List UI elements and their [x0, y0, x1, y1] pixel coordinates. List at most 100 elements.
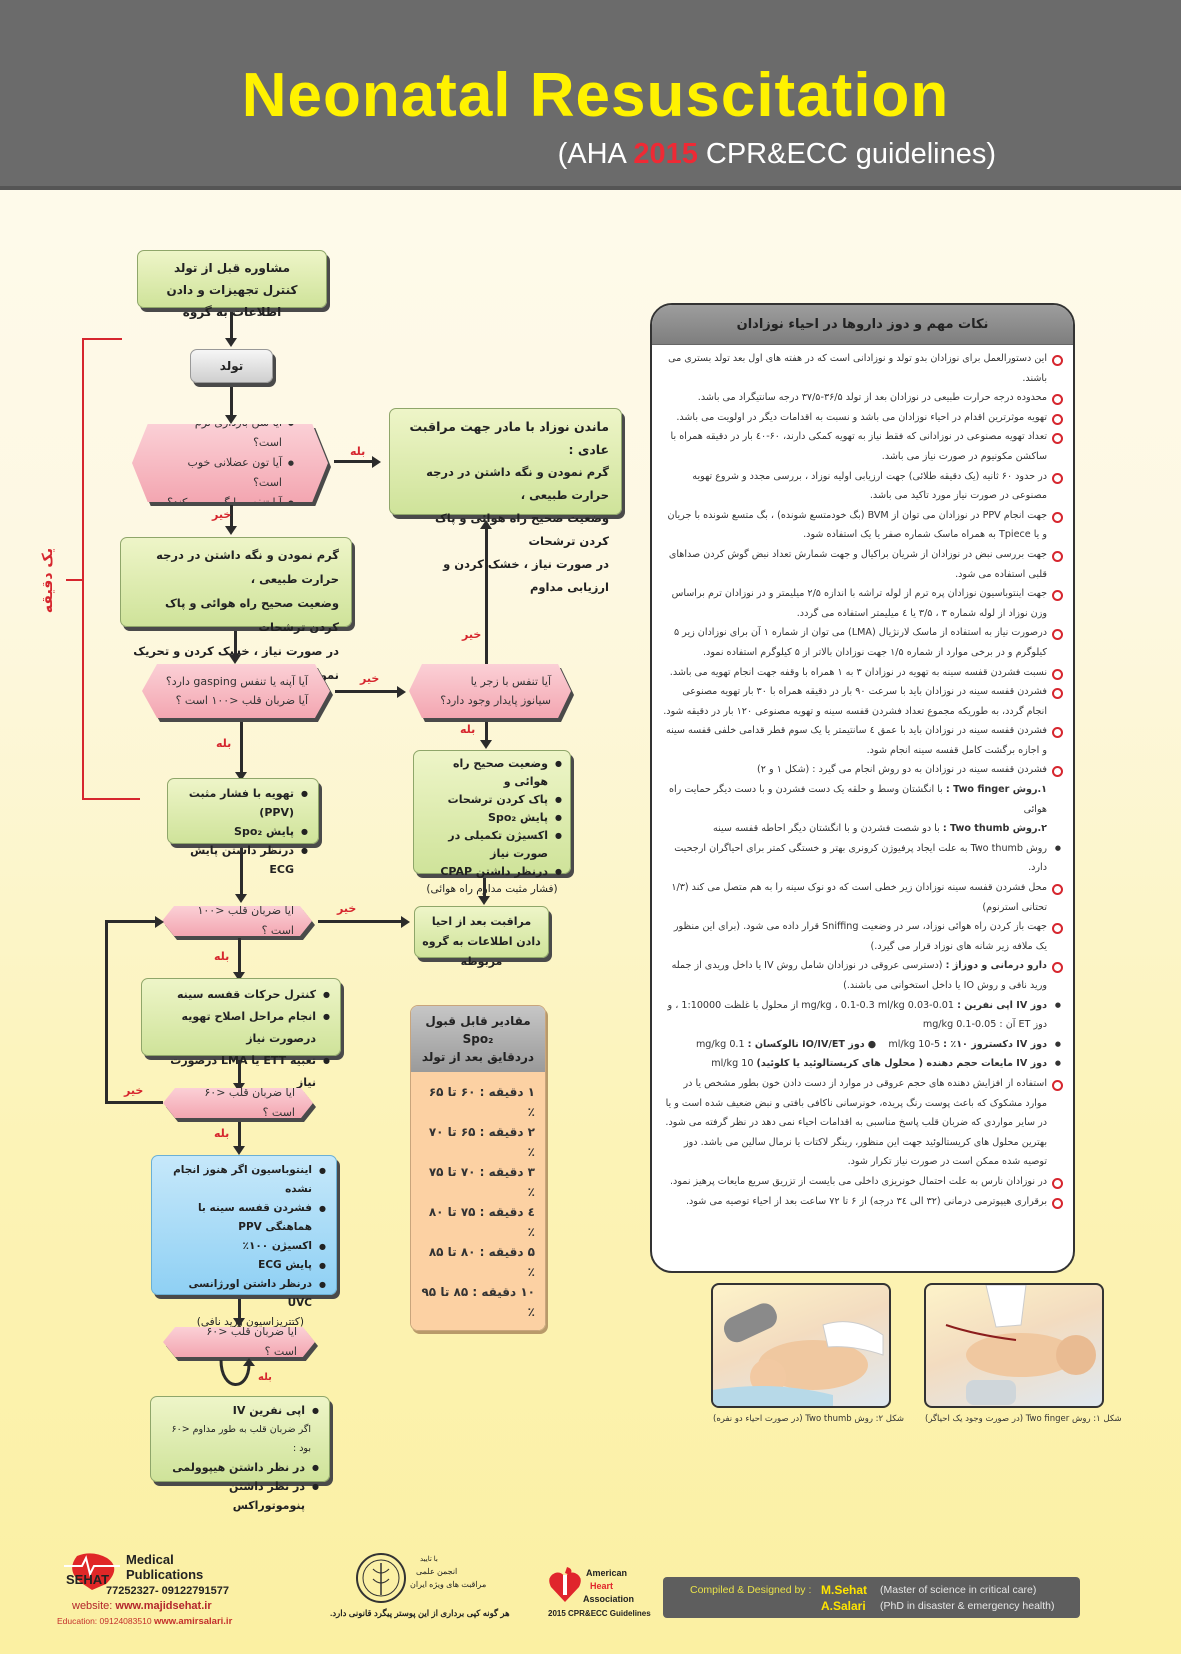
compression-item: درنظر داشتن اورژانسی UVC — [162, 1275, 326, 1313]
poster-title: Neonatal Resuscitation — [241, 61, 950, 130]
note-item: جهت اینتوباسیون نوزادان پره ترم از لوله … — [660, 584, 1063, 623]
method-text: با دو شصت فشردن و با انگشتان دیگر احاطه … — [713, 823, 940, 835]
loop-connector — [105, 920, 108, 1103]
compression-item: پایش ECG — [162, 1256, 326, 1275]
note-item: جهت باز کردن راه هوائی نوزاد، سر در وضعی… — [660, 917, 1063, 956]
yes-label: بله — [214, 950, 230, 963]
question-tone: آیا تون عضلانی خوب است؟ — [166, 453, 294, 493]
note-item: درصورت نیاز به استفاده از ماسک لارنژیال … — [660, 623, 1063, 662]
arrow-down-icon — [478, 896, 490, 905]
q5-text: آیا ضربان قلب <۶۰ است ؟ — [204, 1086, 295, 1119]
question-breathing: آیا تنفس یا گریه می کند؟ — [166, 493, 294, 502]
note-item: فشردن قفسه سینه در نوزادان باید با سرعت … — [660, 682, 1063, 721]
connector — [335, 690, 399, 693]
credit-label: Compiled & Designed by : — [690, 1584, 812, 1596]
ppv-item: پایش Spo₂ — [178, 822, 308, 841]
education-link[interactable]: www.amirsalari.ir — [153, 1616, 233, 1627]
loop-connector — [105, 920, 157, 923]
endorsement-line1: انجمن علمی — [416, 1567, 458, 1576]
connector — [238, 1122, 241, 1148]
decision-hr-100: آیا ضربان قلب <۱۰۰ است ؟ — [162, 906, 312, 936]
two-finger-illustration — [945, 1285, 1096, 1405]
initial-steps-box: گرم نمودن و نگه داشتن در درجه حرارت طبیع… — [120, 537, 352, 682]
arrow-down-icon — [225, 415, 237, 424]
loop-connector — [105, 1101, 163, 1104]
dose-label: دوز IO/IV/ET نالوکسان : — [747, 1038, 865, 1050]
dose-text: 10 ml/kg — [711, 1058, 754, 1070]
vent-item: کنترل حرکات قفسه سینه — [152, 984, 330, 1006]
decision-hr-60: آیا ضربان قلب <۶۰ است ؟ — [163, 1088, 313, 1118]
yes-label: بله — [350, 445, 366, 458]
post-line1: مراقبت بعد از احیا — [431, 915, 532, 928]
ppv-item: تهویه با فشار مثبت (PPV) — [178, 784, 308, 822]
arrow-up-icon — [480, 520, 492, 529]
no-label: خیر — [360, 672, 380, 685]
publisher-website: website: www.majidsehat.ir — [72, 1600, 212, 1612]
no-label: خیر — [337, 902, 357, 915]
author2-desc: (PhD in disaster & emergency health) — [880, 1600, 1055, 1612]
arrow-down-icon — [480, 740, 492, 749]
poster-header: Neonatal Resuscitation (AHA 2015 CPR&ECC… — [0, 0, 1181, 190]
arrow-down-icon — [233, 1146, 245, 1155]
spo2-title-line1: مقادیر قابل قبول Spo₂ — [425, 1014, 531, 1046]
spo2-targets-table: مقادیر قابل قبول Spo₂ دردقایق بعد از تول… — [410, 1005, 546, 1331]
website-link[interactable]: www.majidsehat.ir — [115, 1600, 212, 1612]
note-item: استفاده از افزایش دهنده های حجم عروقی در… — [660, 1074, 1063, 1172]
endorsement-small: با تایید — [420, 1556, 438, 1563]
uvc-note: (کتتریزاسیون ورید نافی) — [196, 1316, 304, 1328]
drug-dosage-note: دارو درمانی و دوزاژ : (دسترسی عروقی در ن… — [660, 956, 1063, 995]
spo2-row: ٤ دقیقه : ۷۵ تا ۸۰ ٪ — [428, 1205, 535, 1239]
spo2-row: ۵ دقیقه : ۸۰ تا ۸۵ ٪ — [428, 1245, 535, 1279]
connector — [238, 1299, 241, 1320]
prenatal-line1: مشاوره قبل از تولد — [173, 261, 291, 275]
arrow-right-icon — [397, 686, 406, 698]
method-two-thumb: ۲.روش Two thumb : با دو شصت فشردن و با ا… — [660, 819, 1063, 839]
spo2-row: ۱ دقیقه : ۶۰ تا ۶۵ ٪ — [428, 1085, 535, 1119]
q3-line2: سیانوز پایدار وجود دارد؟ — [440, 694, 551, 707]
epi-item: در نظر داشتن پنوموتوراکس — [161, 1477, 319, 1515]
aha-flame — [565, 1567, 572, 1575]
notes-panel-body: این دستورالعمل برای نوزادان بدو تولد و ن… — [652, 345, 1073, 1211]
connector — [230, 505, 233, 528]
aha-guidelines: 2015 CPR&ECC Guidelines — [548, 1609, 651, 1618]
yes-label: بله — [214, 1127, 230, 1140]
airway-item: اکسیژن تکمیلی در صورت نیاز — [422, 827, 562, 863]
routine-care-box: ماندن نوزاد با مادر جهت مراقبت عادی : گر… — [389, 408, 622, 594]
infant-head — [750, 1359, 786, 1395]
figure-two-thumb-caption: شکل ۲: روش Two thumb (در صورت احیاء دو ن… — [713, 1414, 905, 1424]
subtitle-rest: CPR&ECC guidelines) — [697, 138, 996, 170]
minute-bracket-bottom — [82, 798, 140, 800]
epi-item: در نظر داشتن هیپوولمی — [161, 1458, 319, 1477]
spo2-table-header: مقادیر قابل قبول Spo₂ دردقایق بعد از تول… — [411, 1006, 545, 1072]
subtitle-year: 2015 — [633, 138, 698, 170]
birth-box: تولد — [190, 349, 273, 383]
compression-item: فشردن قفسه سینه با هماهنگی PPV — [162, 1199, 326, 1237]
connector — [230, 387, 233, 417]
arrow-down-icon — [229, 655, 241, 664]
spo2-title-line2: دردقایق بعد از تولد — [421, 1050, 535, 1064]
dose-label: دوز IV دکستروز ۱۰٪ : — [943, 1038, 1047, 1050]
method-label: ۱.روش Two finger : — [945, 784, 1047, 796]
decision-labored-breathing: آیا تنفس با زجر یا سیانوز پایدار وجود دا… — [409, 664, 571, 718]
loop-arrowhead — [243, 1358, 255, 1366]
credit-bar: Compiled & Designed by : M.Sehat (Master… — [663, 1577, 1080, 1618]
no-label: خیر — [124, 1084, 144, 1097]
website-label: website: — [72, 1600, 113, 1612]
subtitle-open: (AHA — [557, 138, 634, 170]
connector — [485, 528, 488, 664]
connector — [318, 920, 403, 923]
decision-initial-assessment: آیا سن بارداری ترم است؟ آیا تون عضلانی خ… — [132, 424, 328, 502]
spo2-row: ۲ دقیقه : ۶۵ تا ۷۰ ٪ — [428, 1125, 535, 1159]
q3-line1: آیا تنفس با زجر یا — [470, 675, 551, 688]
blanket — [713, 1386, 833, 1406]
publisher-line1: Medical — [126, 1552, 174, 1567]
bag-mask — [723, 1303, 777, 1343]
q4-text: آیا ضربان قلب <۱۰۰ است ؟ — [197, 904, 294, 937]
endorsement-line2: مراقبت های ویژه ایران — [410, 1580, 487, 1589]
method-preference: روش Two thumb به علت ایجاد پرفیوژن کرونر… — [660, 839, 1063, 878]
epi-item: اپی نفرین IV — [161, 1401, 319, 1420]
infant-body — [966, 1333, 1076, 1377]
dose-text: 0.01-0.03 mg/kg ، 0.1-0.3 ml/kg از محلول… — [667, 999, 1047, 1031]
dose-label: دوز IV اپی نفرین : — [957, 999, 1047, 1011]
airway-care-box: وضعیت صحیح راه هوائی و پاک کردن ترشحات پ… — [413, 750, 571, 895]
